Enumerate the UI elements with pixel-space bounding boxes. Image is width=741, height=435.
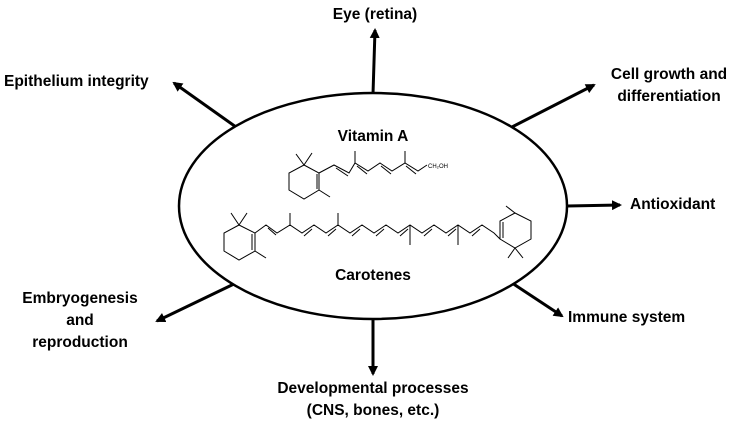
embryogenesis-line-1: Embryogenesis xyxy=(22,290,138,307)
carotenes-label: Carotenes xyxy=(335,267,411,284)
chem-group-label: CH₂OH xyxy=(428,164,448,170)
developmental-line-1: Developmental processes xyxy=(277,380,469,397)
central-ellipse xyxy=(177,91,569,321)
arrow-antioxidant xyxy=(566,200,622,211)
embryogenesis-label: Embryogenesis and reproduction xyxy=(10,288,150,354)
eye-retina-label: Eye (retina) xyxy=(332,6,418,23)
retinol-structure: CH₂OH xyxy=(288,151,448,200)
cell-growth-line-2: differentiation xyxy=(617,88,721,105)
epithelium-integrity-label: Epithelium integrity xyxy=(4,73,149,90)
embryogenesis-line-3: reproduction xyxy=(32,334,128,351)
cell-growth-line-1: Cell growth and xyxy=(610,66,728,83)
cell-growth-label: Cell growth and differentiation xyxy=(600,64,738,108)
carotene-structure xyxy=(223,205,532,261)
developmental-processes-label: Developmental processes (CNS, bones, etc… xyxy=(260,378,486,422)
developmental-line-2: (CNS, bones, etc.) xyxy=(306,402,440,419)
arrow-embryogenesis xyxy=(155,281,237,323)
embryogenesis-line-2: and xyxy=(66,312,94,329)
arrow-cell-growth xyxy=(511,83,596,129)
arrow-eye xyxy=(369,28,380,95)
vitamin-a-label: Vitamin A xyxy=(337,128,409,145)
arrow-immune xyxy=(511,281,564,318)
arrow-epithelium xyxy=(172,81,237,129)
immune-system-label: Immune system xyxy=(568,309,686,326)
antioxidant-label: Antioxidant xyxy=(630,196,716,213)
